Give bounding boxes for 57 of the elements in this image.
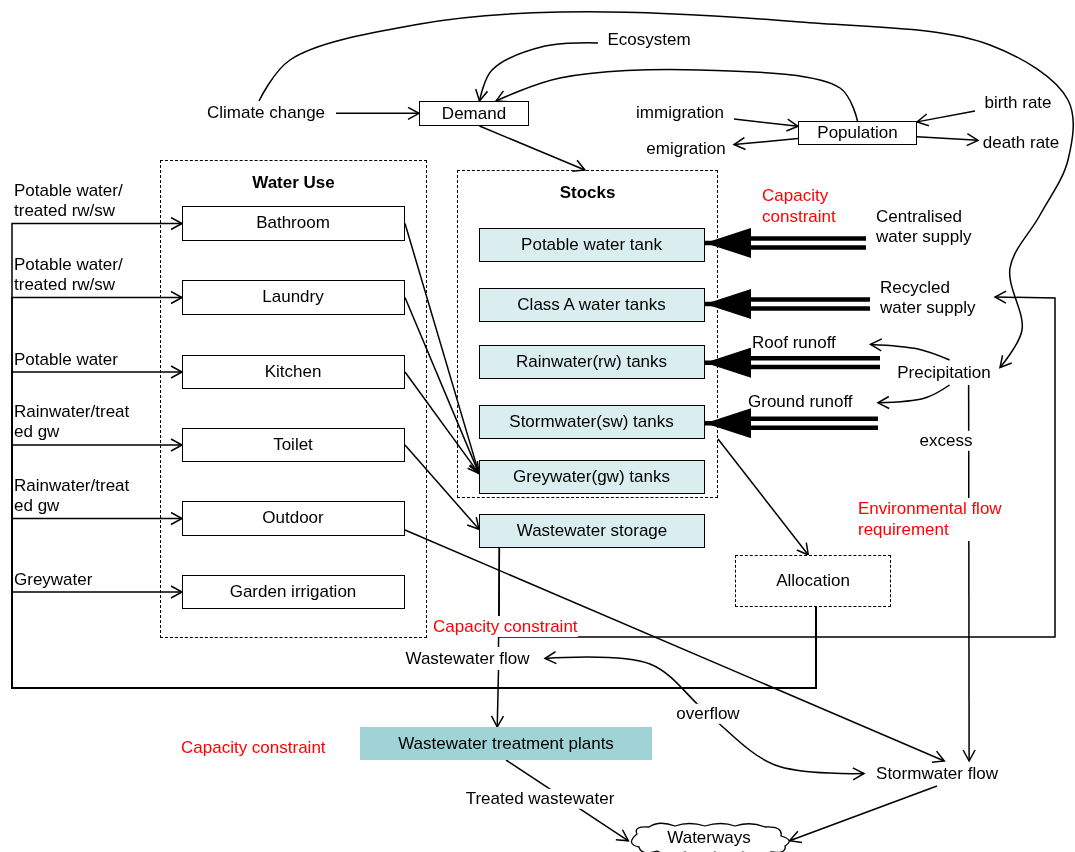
arrow bbox=[475, 42, 599, 102]
storage-tank-box: Wastewater storage bbox=[479, 514, 705, 548]
arrow bbox=[916, 110, 976, 127]
arrow bbox=[404, 529, 946, 763]
node-label: Precipitation bbox=[897, 362, 991, 383]
dashed-group bbox=[160, 160, 427, 638]
storage-tank-box: Greywater(gw) tanks bbox=[478, 459, 705, 494]
process-box: Bathroom bbox=[181, 205, 405, 241]
dashed-box: Allocation bbox=[735, 555, 891, 607]
node-label: Centralised water supply bbox=[876, 207, 973, 248]
arrow bbox=[877, 384, 951, 410]
process-box: Laundry bbox=[181, 279, 405, 315]
arrow bbox=[733, 118, 799, 132]
process-box: Population bbox=[798, 121, 917, 145]
node-label: Wastewater flow bbox=[405, 648, 530, 669]
process-box: Toilet bbox=[181, 427, 405, 462]
storage-tank-box: Class A water tanks bbox=[478, 287, 705, 322]
node-label: Ground runoff bbox=[748, 392, 853, 413]
arrow bbox=[733, 136, 799, 151]
arrow bbox=[495, 68, 859, 122]
process-box: Demand bbox=[419, 101, 529, 126]
edge-label: excess bbox=[917, 430, 975, 452]
annotation-text: Capacity constraint bbox=[433, 616, 578, 638]
storage-tank-box: Rainwater(rw) tanks bbox=[478, 344, 705, 379]
arrow bbox=[916, 132, 979, 147]
arrow bbox=[335, 106, 420, 121]
arrow bbox=[258, 11, 1074, 369]
group-title: Stocks bbox=[559, 183, 616, 204]
process-box: Outdoor bbox=[181, 500, 405, 536]
double-headed-arrow bbox=[544, 651, 865, 781]
arrow bbox=[404, 296, 481, 475]
arrow bbox=[869, 338, 951, 361]
group-title: Water Use bbox=[252, 173, 335, 194]
node-label: death rate bbox=[982, 132, 1060, 154]
storage-tank-box: Stormwater(sw) tanks bbox=[478, 404, 705, 439]
node-label: Stormwater flow bbox=[876, 763, 998, 784]
node-label: emigration bbox=[646, 138, 726, 160]
node-label: Recycled water supply bbox=[880, 278, 977, 319]
process-box: Garden irrigation bbox=[181, 574, 405, 609]
arrow bbox=[717, 438, 810, 556]
node-label: Roof runoff bbox=[752, 333, 836, 354]
arrow bbox=[788, 785, 938, 844]
process-box: Kitchen bbox=[181, 354, 405, 389]
treatment-plant-box: Wastewater treatment plants bbox=[360, 727, 652, 760]
edge-label: overflow bbox=[674, 703, 742, 725]
arrow bbox=[490, 669, 505, 728]
node-label: Climate change bbox=[206, 102, 326, 124]
node-label: Ecosystem bbox=[607, 29, 691, 51]
arrow bbox=[498, 290, 1056, 638]
storage-tank-box: Potable water tank bbox=[478, 227, 705, 262]
node-label: birth rate bbox=[984, 92, 1052, 114]
arrow bbox=[404, 444, 480, 531]
arrow bbox=[478, 125, 586, 173]
arrow bbox=[404, 371, 480, 475]
dashed-group bbox=[457, 170, 718, 498]
edge-label: Treated wastewater bbox=[463, 788, 617, 810]
node-label: immigration bbox=[636, 102, 724, 124]
